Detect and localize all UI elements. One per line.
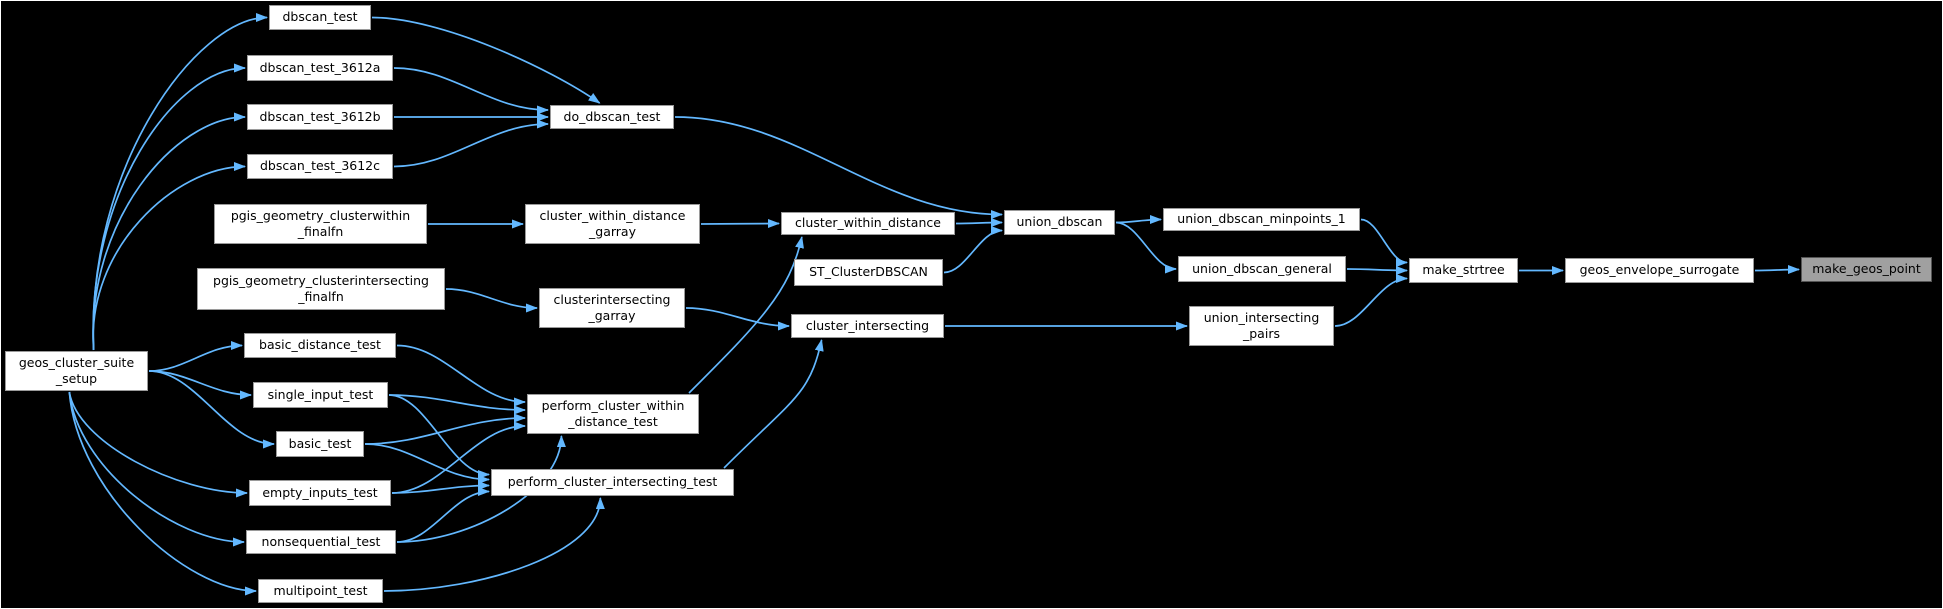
node-cluster_within[interactable]: cluster_within_distance <box>781 212 955 235</box>
edge-udb_min1-to-make_strtree <box>1360 218 1408 267</box>
edge-st_dbscan-to-union_dbscan <box>943 226 1003 274</box>
edge-empty_inputs-to-perform_intersect <box>391 481 490 494</box>
edge-single_input-to-perform_within <box>388 394 526 415</box>
node-perform_within[interactable]: perform_cluster_within _distance_test <box>527 394 699 434</box>
node-pgis_intersect[interactable]: pgis_geometry_clusterintersecting _final… <box>197 268 445 310</box>
node-make_strtree[interactable]: make_strtree <box>1409 258 1518 283</box>
node-perform_intersect[interactable]: perform_cluster_intersecting_test <box>491 469 734 496</box>
node-d3612a[interactable]: dbscan_test_3612a <box>247 55 393 81</box>
node-single_input[interactable]: single_input_test <box>253 382 388 408</box>
edge-d3612a-to-do_dbscan <box>393 67 549 115</box>
edge-ci_garray-to-cluster_intersecting <box>685 307 790 331</box>
edge-dbscan_test-to-do_dbscan <box>371 16 601 104</box>
edge-do_dbscan-to-union_dbscan <box>674 116 1003 219</box>
edge-union_pairs-to-make_strtree <box>1334 274 1408 327</box>
edge-setup-to-basic_distance <box>148 341 243 372</box>
edge-basic_test-to-perform_within <box>364 413 526 445</box>
edge-cwd_garray-to-cluster_within <box>700 219 780 229</box>
edge-perform_intersect-to-cluster_intersecting <box>723 339 824 469</box>
node-udb_general[interactable]: union_dbscan_general <box>1178 256 1346 282</box>
node-cluster_intersecting[interactable]: cluster_intersecting <box>791 314 944 338</box>
edge-setup-to-multipoint <box>68 391 257 596</box>
node-make_geos_point[interactable]: make_geos_point <box>1801 257 1932 282</box>
edge-union_dbscan-to-udb_min1 <box>1115 215 1162 225</box>
node-empty_inputs[interactable]: empty_inputs_test <box>249 480 391 506</box>
edge-d3612c-to-do_dbscan <box>393 119 549 168</box>
edge-basic_distance-to-perform_within <box>396 344 526 407</box>
edge-pgis_intersect-to-ci_garray <box>445 288 538 313</box>
node-union_dbscan[interactable]: union_dbscan <box>1004 210 1115 235</box>
node-nonsequential[interactable]: nonsequential_test <box>246 530 396 554</box>
node-basic_distance[interactable]: basic_distance_test <box>244 333 396 358</box>
node-basic_test[interactable]: basic_test <box>276 431 364 457</box>
node-d3612c[interactable]: dbscan_test_3612c <box>247 154 393 179</box>
edge-multipoint-to-perform_intersect <box>383 497 605 592</box>
node-dbscan_test[interactable]: dbscan_test <box>269 5 371 30</box>
node-st_dbscan[interactable]: ST_ClusterDBSCAN <box>794 259 943 286</box>
node-union_pairs[interactable]: union_intersecting _pairs <box>1189 306 1334 346</box>
node-d3612b[interactable]: dbscan_test_3612b <box>247 104 393 130</box>
node-pgis_within[interactable]: pgis_geometry_clusterwithin _finalfn <box>214 204 427 244</box>
edge-setup-to-empty_inputs <box>68 391 248 498</box>
node-geos_env[interactable]: geos_envelope_surrogate <box>1565 258 1754 283</box>
node-udb_min1[interactable]: union_dbscan_minpoints_1 <box>1163 208 1360 231</box>
node-cwd_garray[interactable]: cluster_within_distance _garray <box>525 204 700 244</box>
edge-cluster_within-to-union_dbscan <box>955 218 1003 228</box>
edge-setup-to-nonsequential <box>68 391 245 547</box>
edge-udb_general-to-make_strtree <box>1346 265 1408 275</box>
edge-perform_within-to-cluster_within <box>688 236 804 394</box>
node-ci_garray[interactable]: clusterintersecting _garray <box>539 288 685 328</box>
edge-setup-to-single_input <box>148 370 252 400</box>
edge-basic_test-to-perform_intersect <box>364 443 490 484</box>
edge-setup-to-d3612c <box>92 162 246 351</box>
node-setup[interactable]: geos_cluster_suite _setup <box>5 351 148 391</box>
node-do_dbscan[interactable]: do_dbscan_test <box>550 105 674 129</box>
edge-geos_env-to-make_geos_point <box>1754 265 1800 275</box>
node-multipoint[interactable]: multipoint_test <box>258 579 383 603</box>
edge-single_input-to-perform_intersect <box>388 394 490 479</box>
edge-nonsequential-to-perform_intersect <box>396 487 490 543</box>
